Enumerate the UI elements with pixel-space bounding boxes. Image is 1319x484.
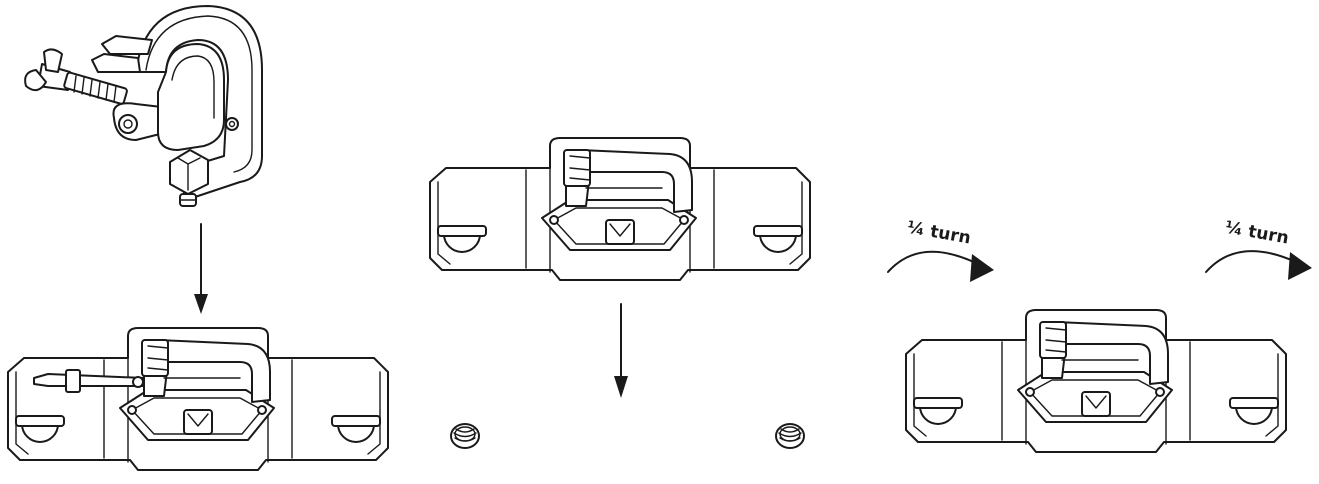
rotation-arrow-left-icon [887,250,994,282]
arrow-down-icon [614,303,628,398]
step-1-bracket [7,327,389,471]
arrow-down-icon [194,223,208,314]
step-3-bracket [905,309,1287,453]
rotation-arrow-right-icon [1205,250,1312,280]
quarter-turn-label-left: ¼ turn [906,218,973,249]
threaded-insert-right [775,423,805,449]
step-2-bracket [429,137,811,281]
step-1-clamp [24,5,263,207]
threaded-insert-left [450,423,480,449]
quarter-turn-label-right: ¼ turn [1224,218,1291,249]
